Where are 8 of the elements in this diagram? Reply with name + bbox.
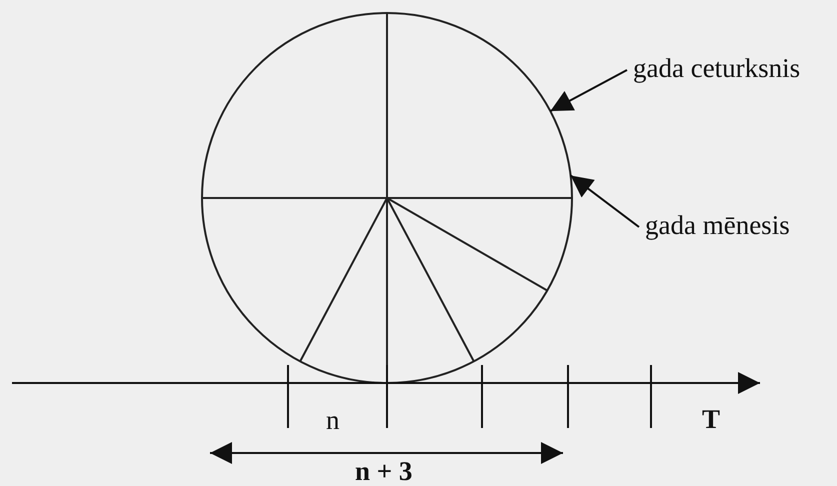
dimension-label: n + 3 (355, 455, 412, 486)
axis-title: T (702, 403, 720, 435)
leader-arrow (550, 69, 628, 112)
leader-arrow (570, 174, 640, 228)
callout-label: gada mēnesis (645, 209, 790, 241)
callout-label: gada ceturksnis (633, 52, 800, 84)
circle-diagram (201, 12, 573, 384)
axis-label: n (326, 404, 340, 436)
